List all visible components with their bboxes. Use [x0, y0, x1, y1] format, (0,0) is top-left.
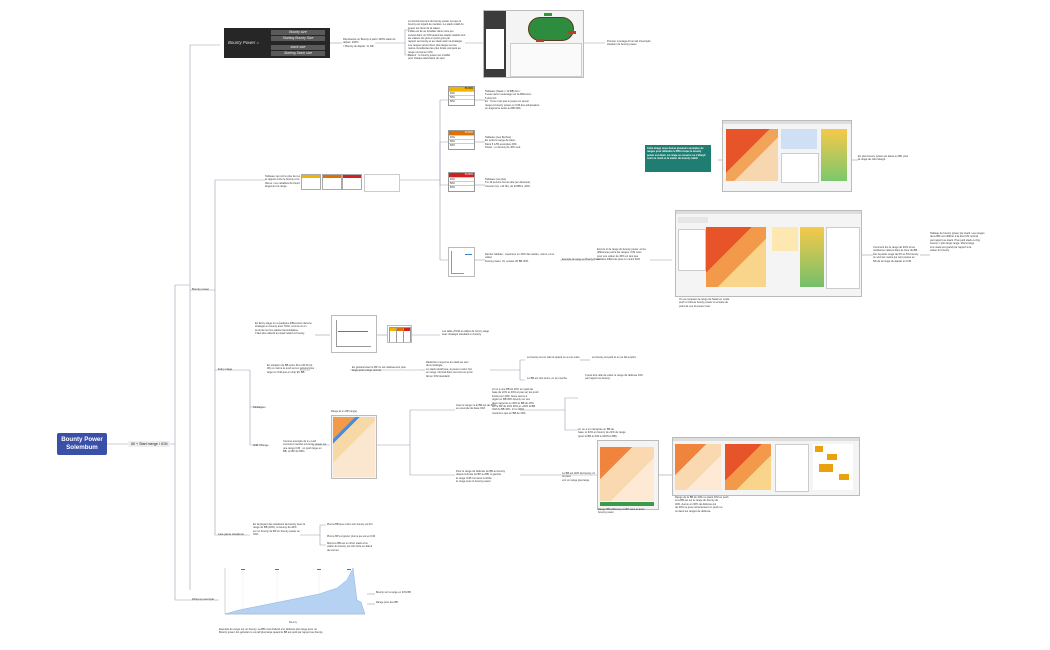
root-node[interactable]: Bounty Power Solembum [57, 433, 107, 455]
table-row: 60% [449, 143, 474, 148]
note-wrap-bottom: Exemple de range sur un bounty. La BB c'… [219, 628, 324, 635]
range-grid [333, 417, 375, 477]
branch-wrap-up[interactable]: Wrap-up exemple [192, 597, 215, 601]
table-50-60: 50-60% 40% 50% 60% [448, 172, 475, 192]
note-late-c: Moins le BB est en short stack et la val… [327, 542, 373, 552]
note-wrap-a: Bounty sur la range en 40% BB [376, 591, 411, 594]
note-late: En la plupart des situations de bounty a… [253, 523, 306, 537]
note-strategies-b: Le bounty est un call ok quand on a une … [527, 356, 581, 359]
note-strategies-b2: Le bounty est petit et on se fait exploi… [592, 356, 637, 359]
wrap-up-chart-svg: Bounty [224, 567, 366, 624]
range-software-screenshot-mid [675, 210, 862, 297]
table-row: 50% [449, 181, 474, 186]
note-range-right: Comment lire le range de 40% et les meil… [873, 246, 919, 263]
note-bp-explanation: Le fonctionnement du bounty power est qu… [408, 20, 466, 61]
branch-bounty-power[interactable]: Bounty power [192, 287, 210, 291]
note-icm-long: Ici on a une BB de 20% en stack de base … [492, 388, 539, 415]
note-after-green: En plus bounty power est élevé en BB, pl… [858, 155, 909, 162]
range-grid [706, 227, 766, 287]
branch-late-game[interactable]: Late game situations [218, 532, 244, 536]
table-40-50: 40-50% 40% 50% 60% [448, 130, 475, 150]
note-strategies-a: Réduction moyenne du stack au sein de la… [426, 361, 473, 378]
wrap-up-xlabel: Bounty [289, 620, 298, 624]
formula-stack-size: stack size [271, 45, 325, 50]
table-head: 40-50% [449, 131, 474, 135]
tables-overview-image [300, 172, 400, 196]
note-bp-right: Encore ici la range du bounty power, et … [597, 248, 646, 262]
note-entry: En Entry stage on a quelques différences… [255, 322, 312, 336]
note-icm-bottom2: Le BB est 40% de bounty, ici on peut voi… [562, 472, 595, 482]
branch-icm-range[interactable]: ICM / Range [253, 443, 269, 447]
table-row: 50% [449, 139, 474, 144]
note-table-4: Dernier tableau : maximum en 40% des sta… [485, 253, 555, 263]
table-row: 50% [449, 95, 474, 100]
icm-compare-image-left [597, 440, 659, 510]
note-table-1: Tableaux (Stack = 10 BB) bon : 5 avec au… [485, 90, 540, 111]
table-55-65: 55-65% 40% 50% 60% [448, 86, 475, 106]
formula-starting-stack: Starting Stack size [271, 51, 325, 56]
icm-compare-image-right [672, 437, 860, 496]
table-row: 40% [449, 91, 474, 96]
formula-bounty-size: Bounty size [271, 30, 325, 35]
note-icm-right: Ici, on a un call après un BB de base, l… [578, 428, 626, 438]
note-strategies-c2: Il peut être utile de varier le range de… [585, 374, 643, 381]
range-grid [675, 444, 721, 490]
icm-range-grid-image [331, 415, 377, 479]
note-icm-call: Avec le range vs le BB est de 40% en exe… [456, 404, 496, 411]
note-table-3: Tableaux (ou plus) 5 à 10 aucune forme u… [485, 178, 531, 188]
note-entry-right: Les table d'ICM au début de l'entry stag… [442, 330, 489, 337]
note-late-a: Plus la BB joue moins son bounty est for… [327, 523, 373, 526]
table-head: 55-65% [449, 87, 474, 91]
branch-strategies[interactable]: Stratégies [253, 405, 266, 409]
wrap-up-chart: Bounty [219, 560, 367, 626]
note-bp-definition: Représente un Bounty à partir 100% stack… [343, 38, 396, 48]
range-grid [725, 444, 771, 490]
branch-entry-stage[interactable]: Entry stage [218, 367, 233, 371]
entry-chart-image [331, 315, 377, 353]
table-head: 50-60% [449, 173, 474, 177]
note-icm-chart-title: Range de 2+ BB (range) [331, 410, 357, 413]
root-edge-label: 60 + Start merge / ICM [128, 441, 171, 447]
table-chart-small [448, 247, 475, 277]
note-strategies-label: En situation de BB entre 30 et 40 bb (le… [267, 364, 315, 374]
note-range-bottom: On va comparer la range de Stack en mode… [679, 298, 730, 308]
note-range-right-2: Tableau de bounty power par stack. Les r… [930, 232, 985, 253]
note-icm-footer-2: Range de la BB de 40% en stack ICM ou pu… [675, 496, 729, 513]
note-strategies-c: Le BB est très serré, on se couche. [527, 377, 568, 380]
range-software-screenshot-top [722, 120, 852, 192]
table-row: 60% [449, 99, 474, 104]
poker-table-screenshot [483, 10, 584, 78]
table-row: 60% [449, 185, 474, 190]
entry-table-image [387, 325, 412, 343]
formula-label: Bounty Power = [228, 40, 260, 45]
wrap-up-area [224, 567, 366, 615]
table-row: 40% [449, 177, 474, 182]
note-bp-picture: Premier montage d'une tab d'exemple situ… [607, 40, 651, 47]
note-table-2: Tableaux (Les flèches) : En entre le ran… [485, 136, 521, 150]
note-strategies-mid: En général avec le BP on est relativemen… [352, 366, 406, 373]
note-late-b: Plus le BP est grand, plus le jeu est en… [327, 535, 376, 538]
bounty-power-formula: Bounty Power = Bounty size Starting Boun… [224, 28, 330, 58]
range-grid [600, 447, 654, 501]
table-row: 40% [449, 135, 474, 140]
note-icm-bottom: Pour le range de défense du BB au bounty… [456, 470, 506, 484]
note-wrap-b: Range pour des BB [376, 601, 398, 604]
note-icm-footer: Range BB (défense) vs BP sans et avec bo… [598, 508, 645, 515]
note-green-highlight: Cette image nous donne plusieurs exemple… [645, 145, 711, 172]
range-grid [726, 129, 778, 181]
note-ex-range: Exemple de range en Bounty Power : [562, 258, 602, 261]
formula-starting-bounty: Starting Bounty Size [271, 36, 325, 41]
note-icm-label: Comme exemple de 2+ push comment marche … [283, 440, 327, 454]
